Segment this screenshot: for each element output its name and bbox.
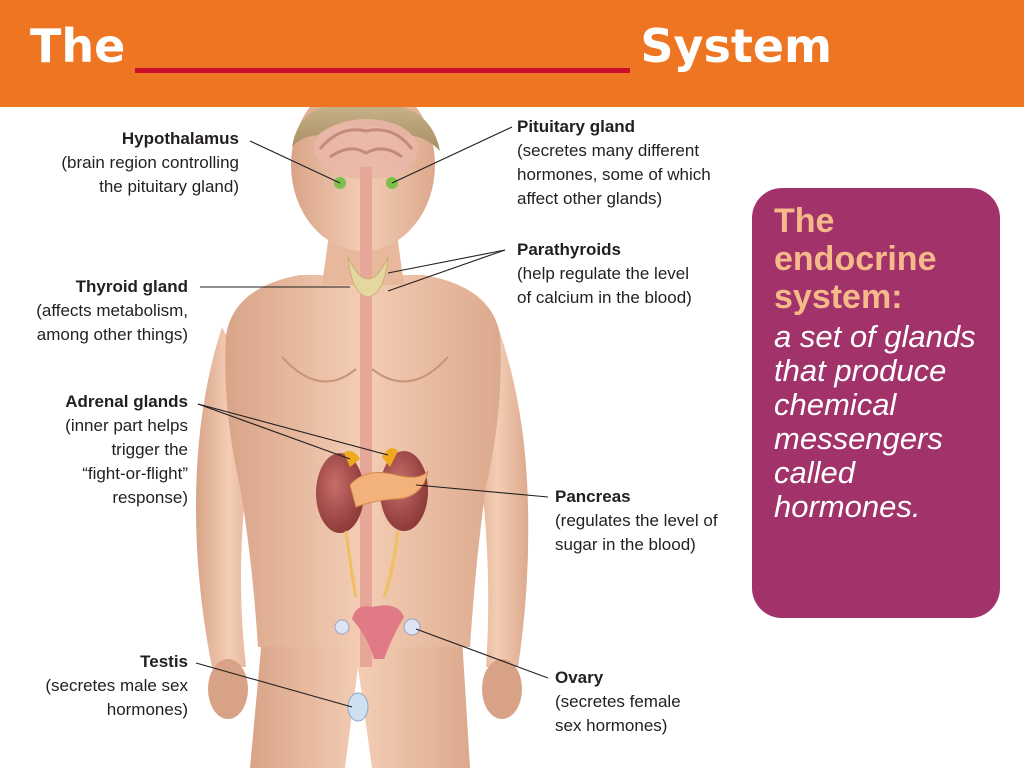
label-adrenal: Adrenal glands (inner part helps trigger… — [65, 390, 188, 510]
label-adrenal-desc-1: (inner part helps — [65, 416, 188, 435]
label-hypothalamus: Hypothalamus (brain region controlling t… — [61, 127, 239, 199]
label-parathyroids-desc-1: (help regulate the level — [517, 264, 690, 283]
label-testis-desc-1: (secretes male sex — [45, 676, 188, 695]
label-pituitary-desc-1: (secretes many different — [517, 141, 700, 160]
label-ovary-name: Ovary — [555, 668, 604, 687]
label-adrenal-name: Adrenal glands — [65, 392, 188, 411]
ovary-organ-left — [334, 619, 350, 635]
label-pituitary-desc-2: hormones, some of which — [517, 165, 711, 184]
label-adrenal-desc-2: trigger the — [111, 440, 188, 459]
label-pancreas-desc-1: (regulates the level of — [555, 511, 718, 530]
endocrine-figure — [195, 107, 549, 768]
label-thyroid: Thyroid gland (affects metabolism, among… — [36, 275, 188, 347]
label-adrenal-desc-3: “fight-or-flight” — [82, 464, 188, 483]
title-banner — [0, 0, 1024, 107]
label-pituitary-name: Pituitary gland — [517, 117, 636, 136]
label-pancreas-desc-2: sugar in the blood) — [555, 535, 696, 554]
label-thyroid-desc-1: (affects metabolism, — [36, 301, 188, 320]
leader-lines — [195, 126, 549, 708]
label-testis-desc-2: hormones) — [106, 700, 188, 719]
parathyroids-leader-a — [387, 249, 506, 274]
title-blank — [135, 18, 631, 73]
parathyroids-leader-b — [387, 249, 506, 292]
left-kidney — [316, 453, 364, 533]
label-ovary: Ovary (secretes female sex hormones) — [555, 666, 681, 738]
definition-box: The endocrine system: a set of glands th… — [752, 188, 1000, 618]
pancreas-leader — [415, 484, 549, 498]
label-thyroid-name: Thyroid gland — [75, 277, 188, 296]
hypothalamus-leader — [249, 140, 341, 184]
title-suffix: System — [640, 19, 832, 73]
spinal-cord — [360, 167, 372, 667]
testis-organ — [347, 692, 369, 722]
ovary-leader — [415, 628, 549, 679]
label-testis: Testis (secretes male sex hormones) — [45, 650, 188, 722]
thyroid-organ — [347, 256, 389, 298]
ureters — [344, 530, 400, 598]
ovary-organ — [403, 618, 421, 636]
label-testis-name: Testis — [140, 652, 188, 671]
label-thyroid-desc-2: among other things) — [36, 325, 188, 344]
definition-term: The endocrine system: — [774, 202, 937, 316]
label-pancreas-name: Pancreas — [555, 487, 631, 506]
slide-title: The System — [30, 18, 832, 73]
uterus — [352, 605, 404, 659]
adrenal-leader-b — [197, 403, 389, 456]
left-adrenal — [344, 451, 360, 467]
adrenal-leader-a — [197, 403, 351, 460]
label-pituitary-desc-3: affect other glands) — [517, 189, 663, 208]
label-ovary-desc-1: (secretes female — [555, 692, 681, 711]
label-parathyroids-desc-2: of calcium in the blood) — [517, 288, 692, 307]
label-parathyroids-name: Parathyroids — [517, 240, 621, 259]
label-ovary-desc-2: sex hormones) — [555, 716, 668, 735]
label-pituitary: Pituitary gland (secretes many different… — [517, 115, 711, 211]
pituitary-leader — [391, 126, 513, 184]
label-pancreas: Pancreas (regulates the level of sugar i… — [555, 485, 718, 557]
title-prefix: The — [30, 19, 126, 73]
label-adrenal-desc-4: response) — [112, 488, 188, 507]
label-parathyroids: Parathyroids (help regulate the level of… — [517, 238, 692, 310]
right-adrenal — [382, 448, 398, 467]
brain — [314, 119, 418, 179]
label-hypothalamus-name: Hypothalamus — [121, 129, 239, 148]
pancreas-organ — [349, 470, 429, 508]
label-hypothalamus-desc-2: the pituitary gland) — [99, 177, 239, 196]
definition-body: a set of glands that produce chemical me… — [774, 319, 976, 524]
testis-leader — [195, 662, 353, 708]
label-hypothalamus-desc-1: (brain region controlling — [61, 153, 239, 172]
